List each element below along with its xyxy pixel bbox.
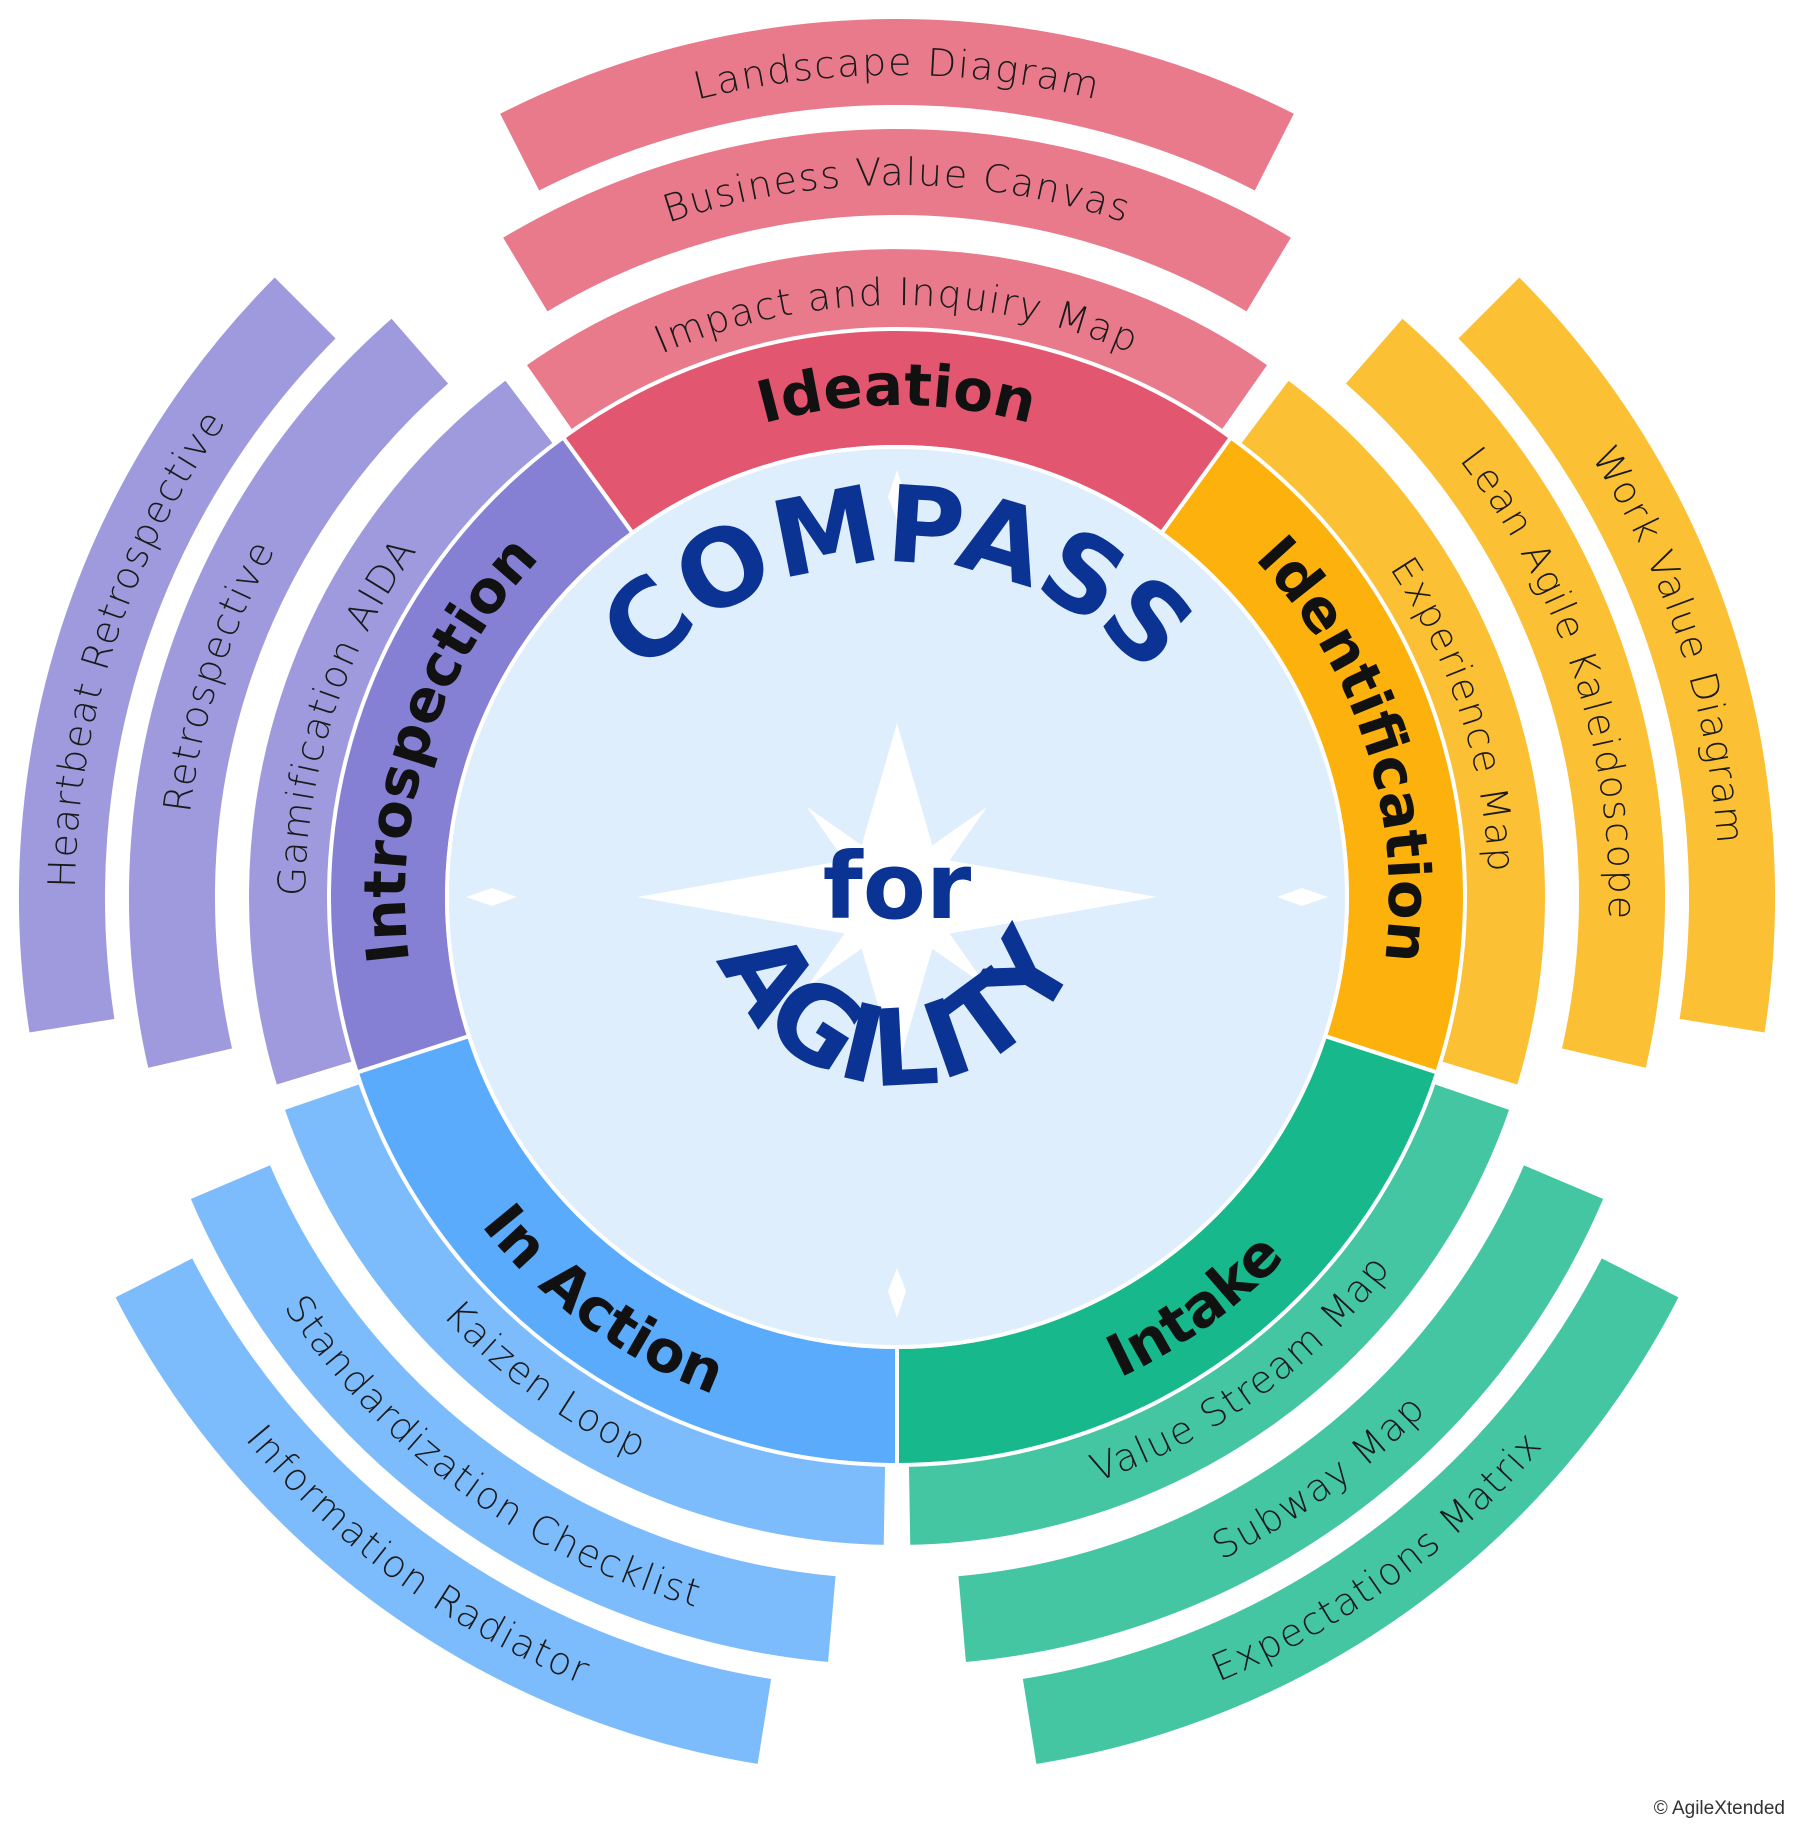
tool-card-identification-2[interactable] [1341,313,1670,1073]
compass-star-icon [637,723,1157,1071]
tool-card-in-action-2[interactable] [186,1160,840,1667]
title-for: for [823,833,972,940]
tool-card-ideation-2[interactable] [498,125,1296,317]
tool-card-ideation-3[interactable] [495,14,1299,196]
tool-card-intake-3[interactable] [1018,1253,1684,1769]
copyright-notice: © AgileXtended [1653,1798,1785,1819]
tool-card-introspection-2[interactable] [124,313,453,1073]
tool-card-identification-3[interactable] [1453,272,1780,1037]
tool-card-intake-2[interactable] [954,1160,1608,1667]
tool-card-introspection-3[interactable] [14,272,341,1037]
tool-card-in-action-3[interactable] [110,1253,776,1769]
compass-marker-icons [466,470,1328,1318]
